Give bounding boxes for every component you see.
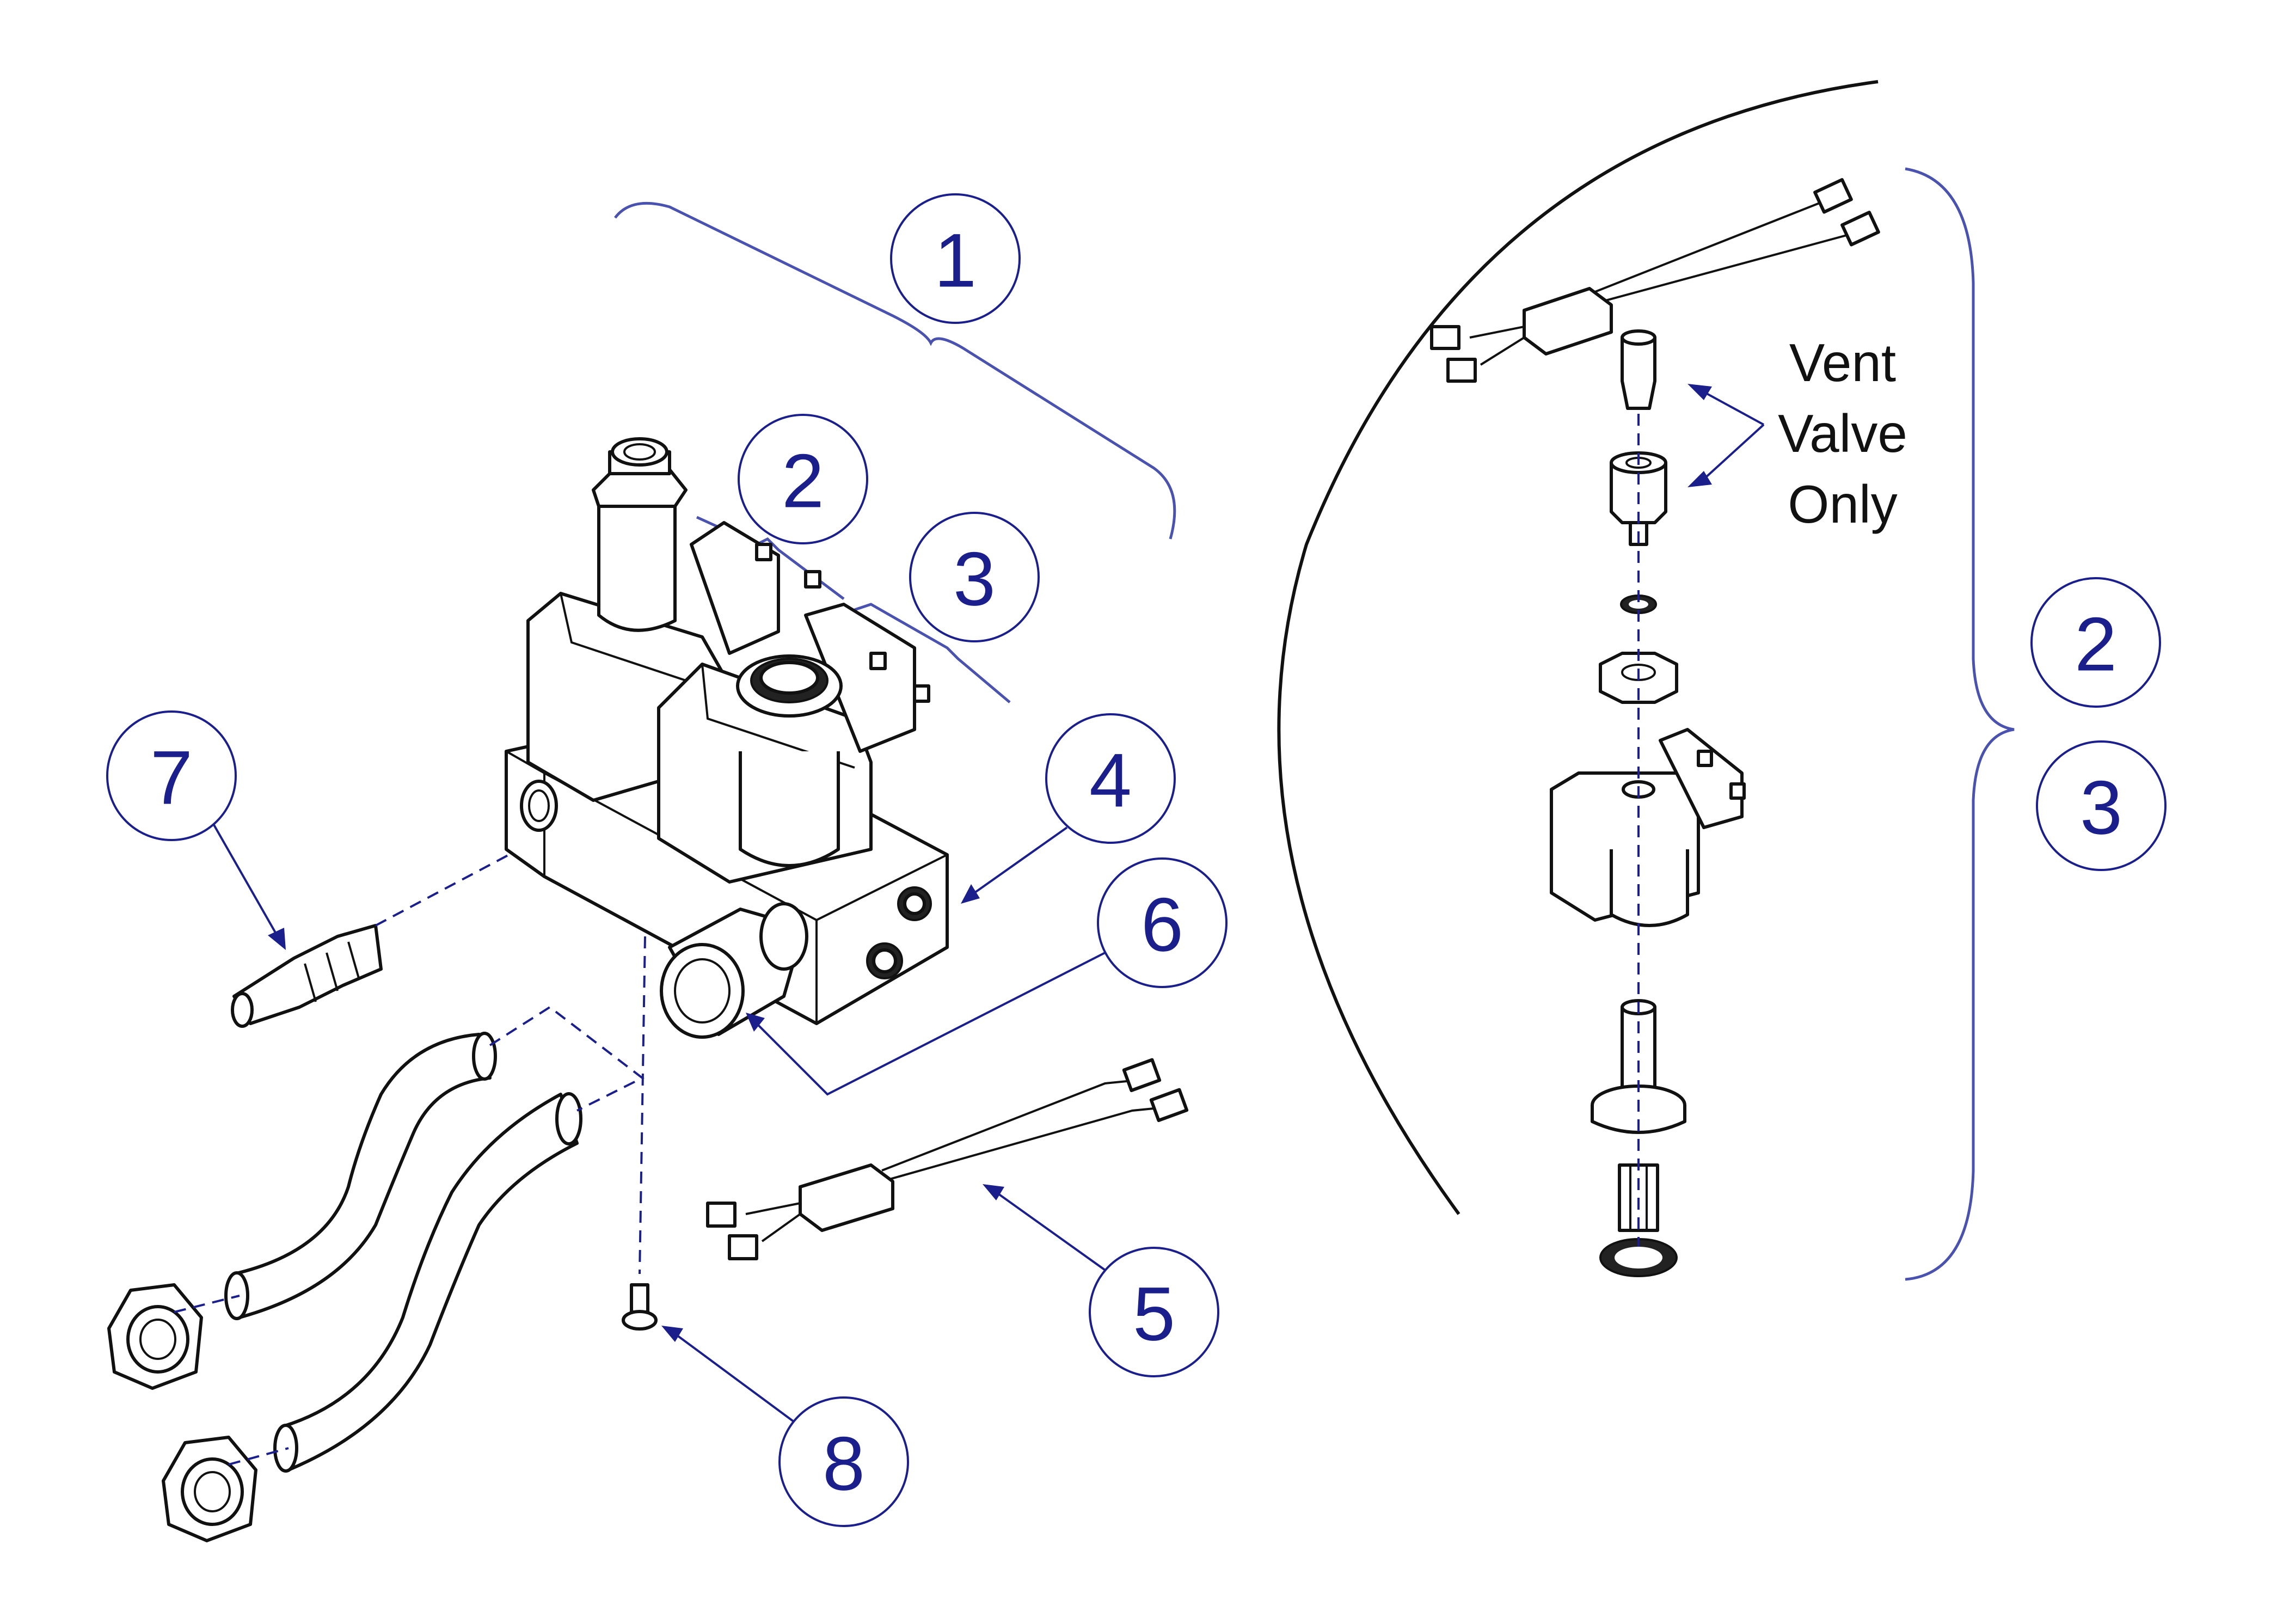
alignment-line [174,1295,240,1313]
detail-solenoid-coil [1550,728,1746,927]
callout-5: 5 [1089,1247,1219,1377]
leader-5 [995,1191,1112,1275]
svg-text:5: 5 [1133,1271,1175,1357]
assembly-bracket [614,201,1176,540]
svg-text:4: 4 [1089,738,1132,823]
wire-harness [706,1058,1189,1260]
alignment-line [639,936,646,1274]
nut-lower [162,1436,257,1542]
callout-3-detail: 3 [2036,740,2167,871]
alignment-line [489,1006,645,1112]
callout-7: 7 [106,710,237,841]
screw [622,1283,658,1331]
svg-text:3: 3 [953,536,996,622]
leader-8 [674,1333,801,1427]
detail-bracket [1905,167,2015,1281]
leader-6 [756,952,1106,1096]
vent-note-line-2: Valve [1778,403,1907,463]
tube-lower [273,1092,582,1473]
solenoid-valve-3 [657,603,930,884]
callout-6: 6 [1097,857,1228,988]
leader-4 [973,826,1068,894]
vent-note-line-1: Vent [1789,333,1896,393]
svg-text:7: 7 [150,735,193,820]
svg-text:3: 3 [2080,765,2122,850]
detail-view-boundary [1277,80,1879,1215]
callout-8: 8 [778,1396,909,1527]
barb-fitting [231,924,383,1028]
callout-4: 4 [1045,713,1176,844]
svg-text:6: 6 [1141,882,1183,967]
callout-1: 1 [890,193,1021,324]
valve-3-bracket [854,603,1011,703]
svg-text:2: 2 [2075,602,2117,687]
alignment-line [375,854,510,927]
detail-wire-harness [1430,178,1880,383]
compression-fitting [660,902,808,1039]
solenoid-valve-2 [526,437,821,802]
svg-text:1: 1 [934,218,977,303]
callout-3: 3 [909,512,1040,642]
callout-2-detail: 2 [2030,577,2161,708]
alignment-line [228,1447,289,1466]
callout-2: 2 [738,414,868,544]
vent-note-leader [1703,391,1765,480]
svg-text:8: 8 [823,1421,865,1506]
leader-7 [211,822,279,937]
nut-upper [107,1283,203,1390]
vent-note-line-3: Only [1788,474,1898,534]
detail-vent-fitting [1621,329,1656,410]
tube-upper [224,1032,497,1320]
svg-text:2: 2 [782,438,824,524]
